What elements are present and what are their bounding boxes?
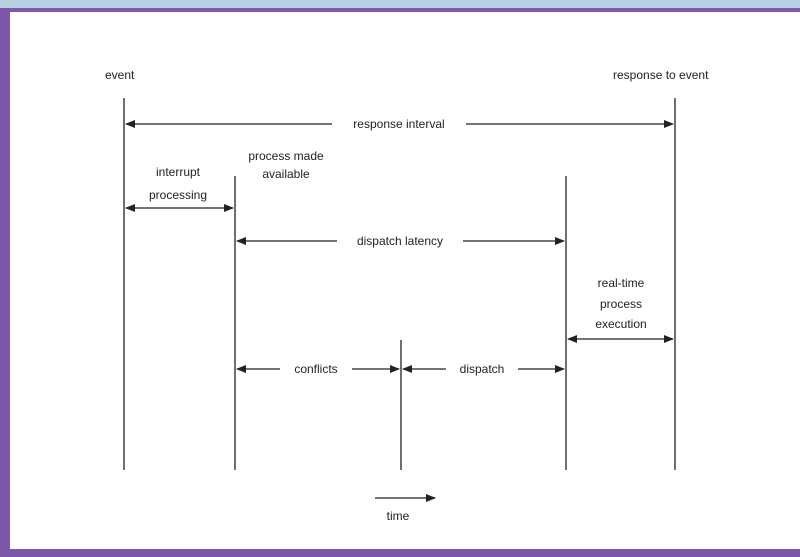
process-made-available-line2: available xyxy=(262,167,310,181)
realtime-label-line3: execution xyxy=(595,317,646,331)
realtime-label-line2: process xyxy=(600,297,642,311)
conflicts-label-bg xyxy=(280,360,352,378)
time-label: time xyxy=(387,509,410,523)
event-label: event xyxy=(105,68,135,82)
realtime-label-line1: real-time xyxy=(598,276,645,290)
interrupt-label-line2: processing xyxy=(149,188,207,202)
process-made-available-line1: process made xyxy=(248,149,324,163)
dispatch-latency-label-bg xyxy=(337,232,463,250)
response-interval-label-bg xyxy=(332,115,466,133)
response-to-event-label: response to event xyxy=(613,68,709,82)
dispatch-label: dispatch xyxy=(460,362,505,376)
response-interval-label: response interval xyxy=(353,117,444,131)
timing-diagram: event response to event response interva… xyxy=(105,68,709,523)
conflicts-label: conflicts xyxy=(294,362,337,376)
dispatch-label-bg xyxy=(446,360,518,378)
diagram-canvas: event response to event response interva… xyxy=(10,12,800,549)
interrupt-label-line1: interrupt xyxy=(156,165,201,179)
dispatch-latency-label: dispatch latency xyxy=(357,234,443,248)
frame-top-band xyxy=(0,0,800,8)
